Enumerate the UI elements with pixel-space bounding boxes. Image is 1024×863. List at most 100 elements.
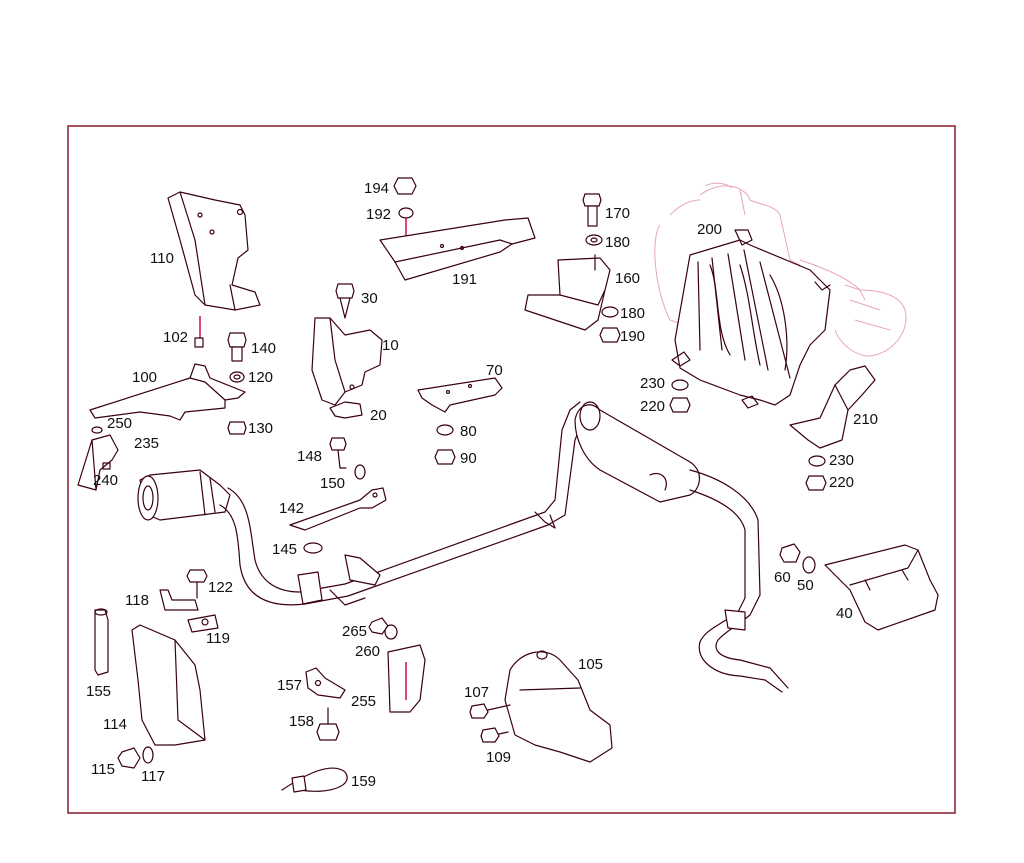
part-100-bracket[interactable]	[89, 363, 246, 421]
label-80: 80	[460, 423, 477, 440]
label-250: 250	[107, 415, 132, 432]
label-109: 109	[486, 749, 511, 766]
label-155: 155	[86, 683, 111, 700]
part-191-bracket[interactable]	[379, 217, 536, 281]
part-102-pin[interactable]	[194, 316, 204, 348]
label-114: 114	[103, 716, 127, 733]
label-120: 120	[248, 369, 273, 386]
part-190-nut[interactable]	[599, 327, 621, 343]
label-220-lower: 220	[829, 474, 854, 491]
part-230-washer-lower[interactable]	[808, 455, 826, 467]
label-194: 194	[364, 180, 389, 197]
label-60: 60	[774, 569, 791, 586]
label-145: 145	[272, 541, 297, 558]
label-210: 210	[853, 411, 878, 428]
label-140: 140	[251, 340, 276, 357]
label-110: 110	[150, 250, 174, 267]
label-100: 100	[132, 369, 157, 386]
engine-ghost-outline	[654, 182, 907, 357]
label-40: 40	[836, 605, 853, 622]
label-255: 255	[351, 693, 376, 710]
part-110-bracket[interactable]	[167, 191, 261, 311]
label-70: 70	[486, 362, 503, 379]
label-142: 142	[279, 500, 304, 517]
part-70-bracket[interactable]	[417, 377, 503, 413]
part-80-washer[interactable]	[436, 424, 454, 436]
part-142-bracket[interactable]	[289, 487, 387, 531]
part-20-clip[interactable]	[329, 401, 363, 419]
part-120-washer[interactable]	[229, 371, 245, 383]
part-210-bracket[interactable]	[789, 365, 876, 449]
label-30: 30	[361, 290, 378, 307]
part-130-nut[interactable]	[227, 421, 247, 435]
part-220-nut-lower[interactable]	[805, 475, 827, 491]
exhaust-pipe-assembly[interactable]	[137, 401, 789, 693]
label-192: 192	[366, 206, 391, 223]
label-122: 122	[208, 579, 233, 596]
part-255-heat-shield[interactable]	[387, 644, 426, 713]
part-220-nut-upper[interactable]	[669, 397, 691, 413]
part-157-bracket[interactable]	[305, 667, 346, 699]
label-220-upper: 220	[640, 398, 665, 415]
part-158-bolt[interactable]	[316, 707, 340, 741]
part-122-bolt[interactable]	[186, 569, 208, 599]
label-119: 119	[206, 630, 230, 647]
label-115: 115	[91, 761, 115, 778]
part-114-heat-shield[interactable]	[131, 624, 206, 746]
label-102: 102	[163, 329, 188, 346]
label-158: 158	[289, 713, 314, 730]
label-191: 191	[452, 271, 477, 288]
part-105-heat-shield[interactable]	[504, 650, 613, 763]
label-265: 265	[342, 623, 367, 640]
part-160-bracket[interactable]	[524, 254, 611, 331]
label-160: 160	[615, 270, 640, 287]
part-155-sleeve[interactable]	[94, 608, 109, 676]
part-194-nut[interactable]	[393, 177, 417, 195]
part-159-cable-tie[interactable]	[281, 767, 348, 793]
label-240: 240	[93, 472, 118, 489]
part-170-bolt[interactable]	[582, 193, 602, 227]
part-140-bolt[interactable]	[227, 332, 247, 362]
label-180-bottom: 180	[620, 305, 645, 322]
label-130: 130	[248, 420, 273, 437]
part-119-clip[interactable]	[187, 614, 219, 633]
label-159: 159	[351, 773, 376, 790]
label-107: 107	[464, 684, 489, 701]
part-117-washer[interactable]	[142, 746, 154, 764]
part-10-bracket[interactable]	[311, 317, 383, 406]
label-90: 90	[460, 450, 477, 467]
part-180-washer-bottom[interactable]	[601, 306, 619, 318]
label-230-lower: 230	[829, 452, 854, 469]
part-60-nut[interactable]	[779, 543, 801, 563]
label-118: 118	[125, 592, 149, 609]
label-105: 105	[578, 656, 603, 673]
part-260-washer[interactable]	[384, 624, 398, 640]
label-190: 190	[620, 328, 645, 345]
label-117: 117	[141, 768, 165, 785]
diagram-frame	[67, 125, 956, 814]
label-200: 200	[697, 221, 722, 238]
part-200-heat-shield[interactable]	[671, 229, 831, 409]
label-20: 20	[370, 407, 387, 424]
label-150: 150	[320, 475, 345, 492]
part-145-washer[interactable]	[303, 542, 323, 554]
part-118-bracket[interactable]	[159, 589, 199, 611]
label-180-top: 180	[605, 234, 630, 251]
part-50-washer[interactable]	[802, 556, 816, 574]
part-115-nut[interactable]	[117, 747, 141, 769]
part-150-washer[interactable]	[354, 464, 366, 480]
part-265-nut[interactable]	[368, 617, 389, 635]
part-148-bolt[interactable]	[329, 437, 347, 469]
part-230-washer-upper[interactable]	[671, 379, 689, 391]
part-40-heat-shield[interactable]	[824, 544, 939, 631]
label-235: 235	[134, 435, 159, 452]
label-260: 260	[355, 643, 380, 660]
part-90-nut[interactable]	[434, 449, 456, 465]
part-107-bolt[interactable]	[469, 703, 511, 719]
label-50: 50	[797, 577, 814, 594]
part-180-washer-top[interactable]	[585, 234, 603, 246]
part-240-bracket[interactable]	[77, 426, 119, 491]
part-109-bolt[interactable]	[480, 727, 509, 743]
part-30-screw[interactable]	[335, 283, 355, 319]
